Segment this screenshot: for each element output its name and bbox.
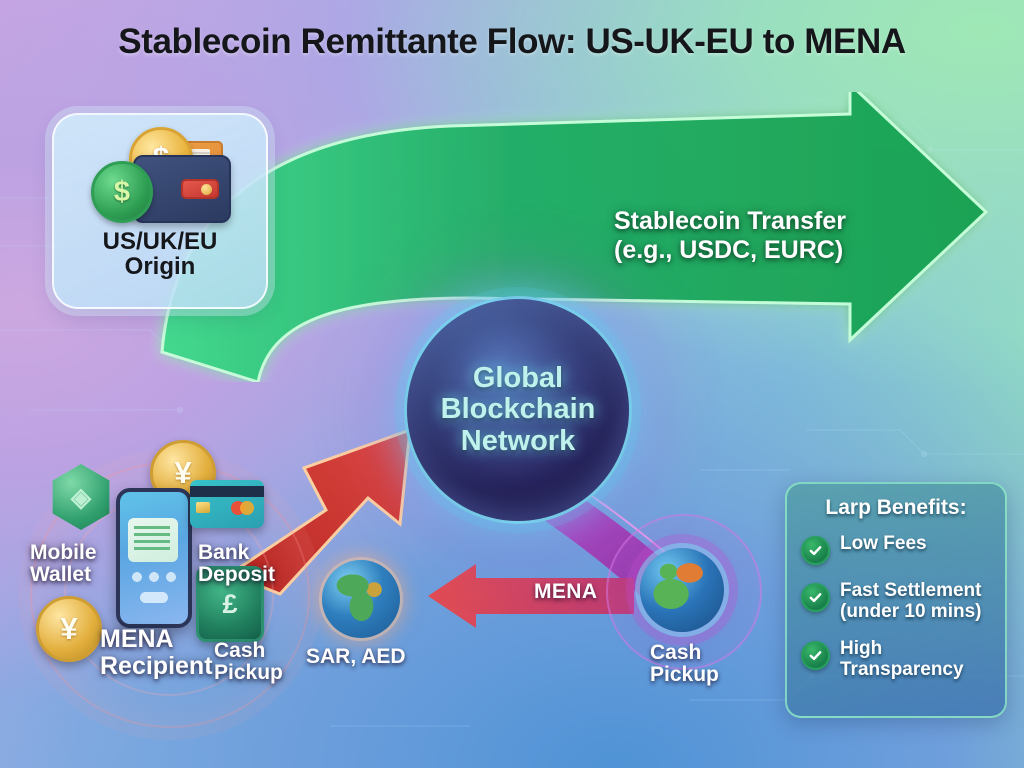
hub-label-line2: Blockchain xyxy=(440,393,596,426)
phone-screen xyxy=(128,518,178,562)
global-blockchain-network-node[interactable]: Global Blockchain Network xyxy=(404,296,632,524)
origin-label-line2: Origin xyxy=(124,253,196,281)
benefit-item: High Transparency xyxy=(801,637,991,681)
transfer-label-line1: Stablecoin Transfer xyxy=(614,207,847,235)
green-dollar-coin-icon: $ xyxy=(91,161,153,223)
mena-recipient-cluster: ◈ ¥ ¥ £ Mobile Wallet Bank Deposit Cash … xyxy=(8,440,338,740)
mena-return-arrow xyxy=(428,564,634,628)
benefit-item: Fast Settlement (under 10 mins) xyxy=(801,580,991,623)
benefit-label: Low Fees xyxy=(840,533,927,555)
cash-node-line1: Cash xyxy=(650,641,702,664)
hex-token-icon: ◈ xyxy=(52,464,110,530)
cash-pickup-line2: Pickup xyxy=(214,661,283,685)
cash-node-label: Cash Pickup xyxy=(650,641,719,687)
currency-node-label: SAR, AED xyxy=(306,645,406,668)
cash-note-icon: £ xyxy=(196,566,264,642)
check-circle-icon xyxy=(801,583,830,612)
benefit-item: Low Fees xyxy=(801,533,991,565)
mobile-wallet-phone-icon xyxy=(116,488,192,628)
origin-label-line1: US/UK/EU xyxy=(102,228,218,255)
benefits-title: Larp Benefits: xyxy=(825,496,967,519)
hub-label-line1: Global xyxy=(472,362,564,395)
cash-pickup-line1: Cash xyxy=(214,639,266,662)
card-chip-icon xyxy=(196,502,210,513)
hub-label: Global Blockchain Network xyxy=(440,362,596,457)
benefit-2-line2: Transparency xyxy=(840,658,964,680)
card-network-icon xyxy=(231,501,257,515)
bank-deposit-line2: Deposit xyxy=(198,563,276,587)
origin-label: US/UK/EU Origin xyxy=(103,229,218,280)
phone-button xyxy=(140,592,168,603)
check-circle-icon xyxy=(801,640,830,670)
benefit-label: Fast Settlement (under 10 mins) xyxy=(840,580,982,623)
wallet-clasp xyxy=(181,179,219,199)
hub-label-line3: Network xyxy=(460,424,576,457)
mobile-wallet-line1: Mobile xyxy=(30,541,97,564)
cash-node-line2: Pickup xyxy=(650,663,719,687)
benefit-label: High Transparency xyxy=(840,637,964,681)
cash-node-ring xyxy=(606,514,762,670)
check-circle-icon xyxy=(801,536,830,565)
yen-coin-icon-bottom: ¥ xyxy=(36,596,102,662)
bank-deposit-line1: Bank xyxy=(198,541,250,564)
channel-label-cash-pickup: Cash Pickup xyxy=(214,639,283,685)
bank-card-icon xyxy=(190,480,264,528)
mena-arrow-label: MENA xyxy=(534,580,598,603)
origin-card[interactable]: $ $ US/UK/EU Origin xyxy=(52,113,268,309)
benefit-1-line1: Fast Settlement xyxy=(840,580,982,601)
stablecoin-transfer-label: Stablecoin Transfer (e.g., USDC, EURC) xyxy=(614,207,846,265)
benefit-1-line2: (under 10 mins) xyxy=(840,600,982,622)
benefits-panel: Larp Benefits: Low Fees Fast Settlement … xyxy=(785,482,1007,718)
channel-label-mobile-wallet: Mobile Wallet xyxy=(30,541,97,587)
mobile-wallet-line2: Wallet xyxy=(30,563,92,587)
globe-icon-cash[interactable] xyxy=(640,548,724,632)
transfer-label-line2: (e.g., USDC, EURC) xyxy=(614,235,844,264)
globe-icon-currency[interactable] xyxy=(322,560,400,638)
channel-label-bank-deposit: Bank Deposit xyxy=(198,541,276,587)
wallet-coins-icon: $ $ xyxy=(85,127,235,223)
page-title: Stablecoin Remittante Flow: US-UK-EU to … xyxy=(118,22,906,61)
phone-action-dots xyxy=(132,572,176,582)
benefit-2-line1: High xyxy=(840,637,883,659)
benefit-0-line1: Low Fees xyxy=(840,533,927,554)
